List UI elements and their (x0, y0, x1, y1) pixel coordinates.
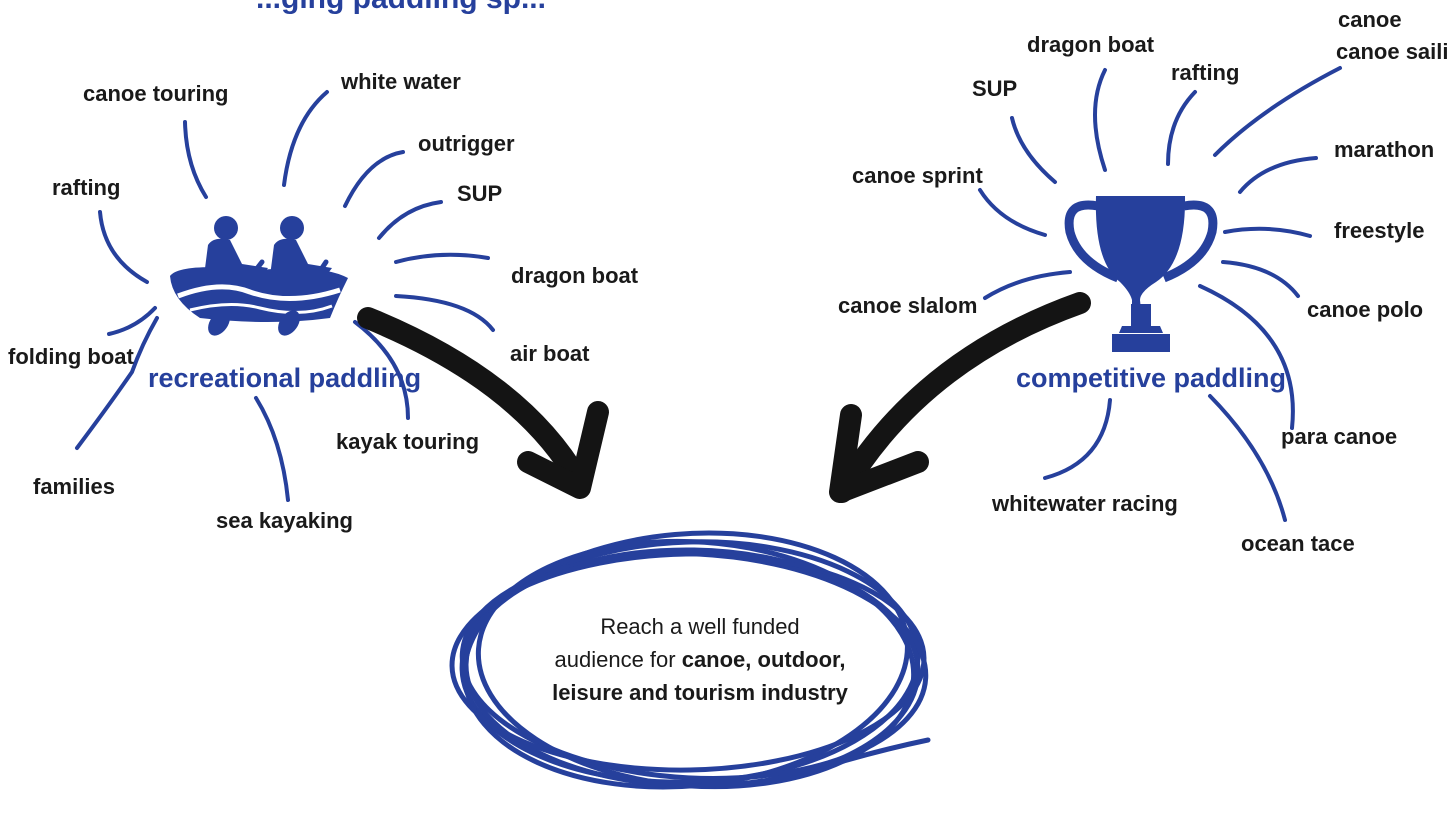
recreational-item-folding-boat: folding boat (8, 344, 135, 369)
recreational-item-canoe-touring: canoe touring (83, 81, 228, 106)
raft-with-two-paddlers-icon (170, 216, 348, 336)
competitive-rays (978, 66, 1342, 522)
competitive-item-canoe-polo: canoe polo (1307, 297, 1423, 322)
target-line-3: leisure and tourism industry (552, 680, 848, 705)
recreational-item-rafting: rafting (52, 175, 120, 200)
trophy-icon (1064, 196, 1218, 352)
competitive-item-canoe: canoe (1338, 7, 1402, 32)
competitive-item-rafting: rafting (1171, 60, 1239, 85)
target-scribble-circle (449, 530, 931, 790)
target-audience-text: Reach a well funded audience for canoe, … (520, 610, 880, 709)
competitive-labels: canoe canoe sailing dragon boat SUP raft… (838, 7, 1448, 556)
competitive-item-freestyle: freestyle (1334, 218, 1425, 243)
arrow-competitive-to-target (829, 292, 1091, 503)
recreational-item-dragon-boat: dragon boat (511, 263, 639, 288)
competitive-item-para-canoe: para canoe (1281, 424, 1397, 449)
recreational-labels: canoe touring white water outrigger raft… (8, 69, 639, 533)
recreational-item-outrigger: outrigger (418, 131, 515, 156)
recreational-item-kayak-touring: kayak touring (336, 429, 479, 454)
competitive-item-canoe-sprint: canoe sprint (852, 163, 983, 188)
competitive-item-ocean-tace: ocean tace (1241, 531, 1355, 556)
recreational-item-sup: SUP (457, 181, 502, 206)
competitive-item-canoe-slalom: canoe slalom (838, 293, 977, 318)
recreational-rays (75, 90, 495, 502)
target-line-1: Reach a well funded (600, 614, 800, 639)
recreational-item-white-water: white water (340, 69, 461, 94)
recreational-item-sea-kayaking: sea kayaking (216, 508, 353, 533)
competitive-item-canoe-sailing: canoe sailing (1336, 39, 1448, 64)
competitive-item-whitewater-racing: whitewater racing (991, 491, 1178, 516)
recreational-paddling-label: recreational paddling (148, 363, 421, 393)
arrow-recreational-to-target (357, 307, 609, 499)
competitive-item-dragon-boat: dragon boat (1027, 32, 1155, 57)
competitive-item-marathon: marathon (1334, 137, 1434, 162)
competitive-paddling-label: competitive paddling (1016, 363, 1286, 393)
recreational-item-families: families (33, 474, 115, 499)
recreational-item-air-boat: air boat (510, 341, 590, 366)
target-line-2: audience for canoe, outdoor, (554, 647, 846, 672)
page-title: ...ging paddling sp... (256, 0, 546, 15)
competitive-item-sup: SUP (972, 76, 1017, 101)
